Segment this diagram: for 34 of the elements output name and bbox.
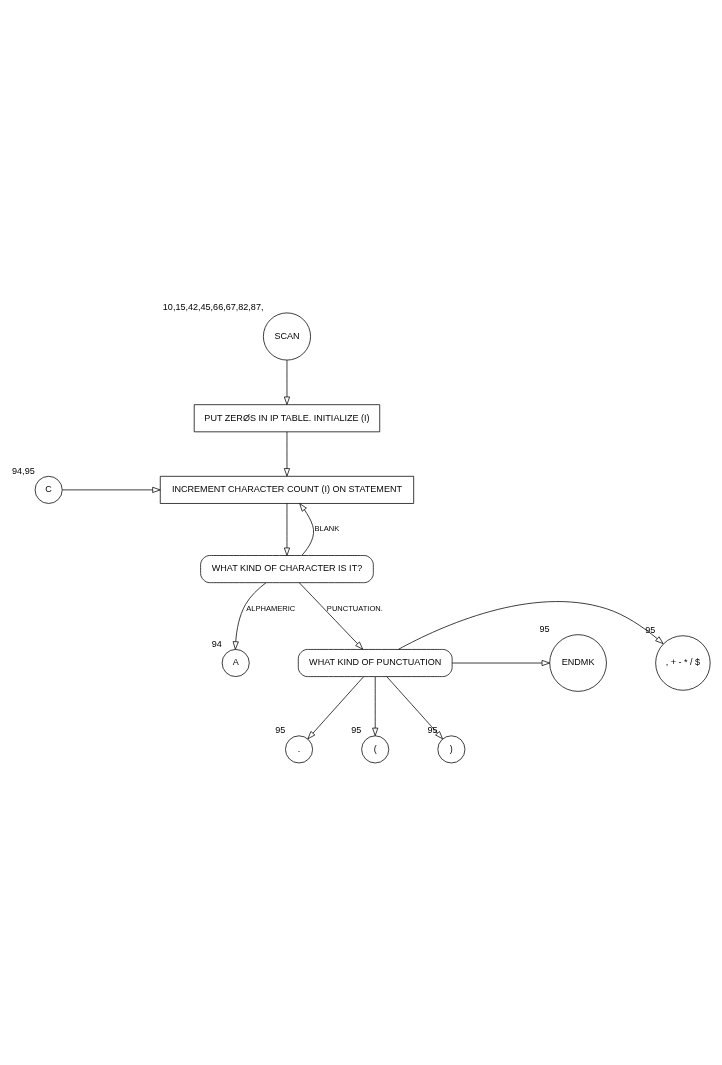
edge-label: ALPHAMERIC xyxy=(246,603,296,613)
node-label: 95 xyxy=(539,623,550,634)
node-label: 95 xyxy=(427,724,438,735)
node-box: WHAT KIND OF PUNCTUATION xyxy=(297,648,453,677)
node-circle: C xyxy=(34,475,63,504)
arrow xyxy=(283,502,290,556)
node-label: 94,95 xyxy=(12,465,35,476)
edge-label: BLANK xyxy=(314,523,340,533)
node-label: 94 xyxy=(211,638,222,649)
node-circle: ENDMK xyxy=(549,633,607,692)
edge-label: PUNCTUATION. xyxy=(326,603,383,613)
node-box: PUT ZERØS IN IP TABLE. INITIALIZE (I) xyxy=(193,403,381,432)
arrow xyxy=(62,486,161,493)
arrow xyxy=(307,675,364,739)
arrow xyxy=(232,581,267,650)
node-label: 95 xyxy=(351,724,362,735)
arrow xyxy=(299,502,314,555)
node-label: 10,15,42,45,66,67,82,87, xyxy=(162,301,264,312)
node-box: INCREMENT CHARACTER COUNT (I) ON STATEMENT xyxy=(159,475,415,504)
arrow xyxy=(386,675,443,739)
arrow xyxy=(283,431,290,476)
node-circle: ) xyxy=(437,734,466,763)
node-label: 95 xyxy=(275,724,286,735)
node-circle: . xyxy=(285,734,313,763)
arrow xyxy=(398,600,664,650)
arrow xyxy=(372,675,379,736)
arrow xyxy=(298,581,364,650)
node-circle: A xyxy=(221,648,250,677)
arrow xyxy=(283,359,290,405)
node-circle: ( xyxy=(361,734,390,763)
node-circle: SCAN xyxy=(263,312,311,360)
node-box: WHAT KIND OF CHARACTER IS IT? xyxy=(200,554,374,583)
node-label: 95 xyxy=(645,624,656,635)
arrow xyxy=(451,659,550,666)
